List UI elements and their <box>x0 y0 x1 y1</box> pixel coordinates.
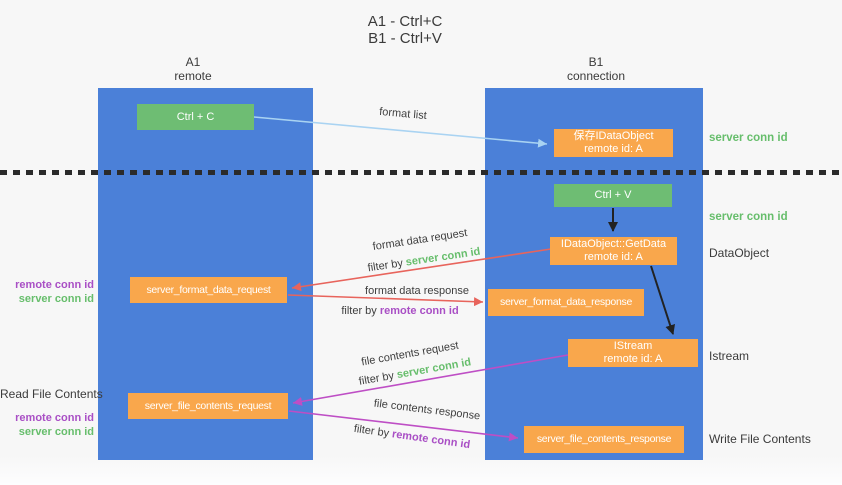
node-getdata-line2: remote id: A <box>584 251 643 263</box>
node-ctrl-v-label: Ctrl + V <box>594 189 632 201</box>
annotation-server-conn-id-1: server conn id <box>18 293 94 305</box>
node-server-file-contents-request: server_file_contents_request <box>128 393 288 419</box>
node-format-response-label: server_format_data_response <box>500 296 632 308</box>
node-server-format-data-response: server_format_data_response <box>488 289 644 316</box>
annotation-write-file-contents: Write File Contents <box>709 432 811 446</box>
node-ctrl-v: Ctrl + V <box>554 184 672 207</box>
machine-boundary-dotted-line <box>0 170 842 175</box>
node-istream: IStream remote id: A <box>568 339 698 367</box>
annotation-remote-conn-id-2: remote conn id <box>15 412 94 424</box>
filter-by-text: filter by <box>341 305 380 317</box>
lane-b1-name: B1 <box>588 55 604 69</box>
node-idataobject-getdata: IDataObject::GetData remote id: A <box>550 237 677 265</box>
node-server-format-data-request: server_format_data_request <box>130 277 287 303</box>
node-save-idataobject: 保存IDataObject remote id: A <box>554 129 673 157</box>
lane-header-b1: B1 connection <box>526 55 666 83</box>
lane-a1-name: A1 <box>185 55 201 69</box>
node-istream-line1: IStream <box>613 340 653 352</box>
annotation-server-conn-id-2: server conn id <box>18 426 94 438</box>
annotation-istream: Istream <box>709 349 750 363</box>
label-filter-by-remote-conn-id-1: filter by remote conn id <box>341 305 458 317</box>
node-ctrl-c: Ctrl + C <box>137 104 254 130</box>
arrow-file-contents-request <box>292 354 569 406</box>
node-file-response-label: server_file_contents_response <box>536 433 672 445</box>
annotation-read-file-contents: Read File Contents <box>0 387 103 401</box>
node-getdata-line1: IDataObject::GetData <box>560 238 667 250</box>
label-format-data-response: format data response <box>365 285 469 297</box>
node-file-request-label: server_file_contents_request <box>144 399 272 412</box>
annotation-server-conn-id-top: server conn id <box>709 132 788 144</box>
arrow-format-data-response <box>287 294 484 307</box>
node-format-request-label: server_format_data_request <box>146 283 271 296</box>
title-line-2: B1 - Ctrl+V <box>368 30 442 47</box>
lane-header-a1: A1 remote <box>123 55 263 83</box>
annotation-conn-ids-file: remote conn id server conn id <box>0 411 94 439</box>
node-save-idataobject-line1: 保存IDataObject <box>573 130 654 142</box>
annotation-remote-conn-id-1: remote conn id <box>15 279 94 291</box>
remote-conn-id-text: remote conn id <box>379 305 459 317</box>
arrow-format-data-request <box>291 248 552 292</box>
node-server-file-contents-response: server_file_contents_response <box>524 426 684 453</box>
arrow-format-list <box>253 116 548 148</box>
annotation-dataobject: DataObject <box>709 246 770 260</box>
node-istream-line2: remote id: A <box>603 353 663 365</box>
diagram-title: A1 - Ctrl+C B1 - Ctrl+V <box>368 13 443 47</box>
annotation-server-conn-id-mid: server conn id <box>709 211 788 223</box>
arrow-file-contents-response <box>288 410 519 442</box>
node-ctrl-c-label: Ctrl + C <box>176 110 215 123</box>
arrow-getdata-to-istream <box>650 265 675 335</box>
title-line-1: A1 - Ctrl+C <box>367 13 443 30</box>
lane-a1-role: remote <box>174 69 212 83</box>
annotation-conn-ids-format: remote conn id server conn id <box>0 278 94 306</box>
node-save-idataobject-line2: remote id: A <box>584 143 643 155</box>
lane-b1-role: connection <box>566 69 626 83</box>
